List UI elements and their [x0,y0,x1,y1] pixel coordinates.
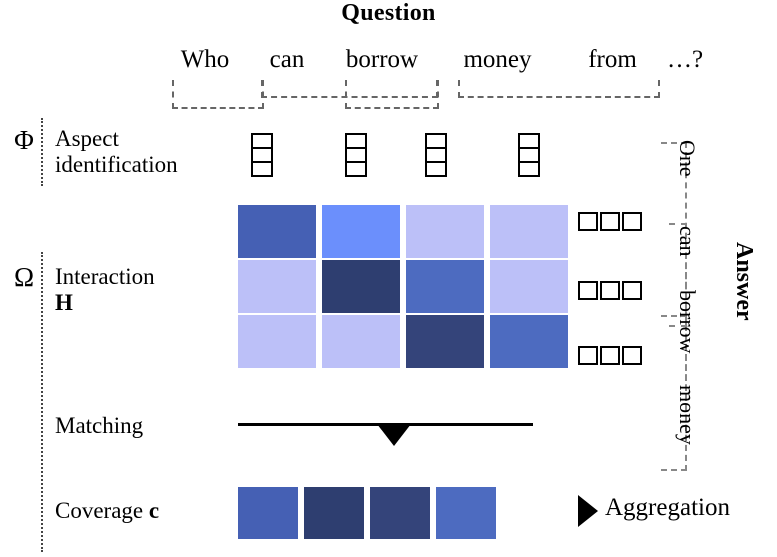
matching-marker-triangle-icon [377,424,411,446]
coverage-cell[interactable] [304,487,364,539]
question-bracket-upper-2 [458,80,660,98]
row-label-interaction-line1: Interaction [55,264,155,289]
answer-token-box-2[interactable] [578,346,642,365]
aspect-cell [345,161,367,177]
aspect-stack-2[interactable] [425,133,447,177]
question-word-1: can [269,46,305,73]
answer-token-cell [578,346,598,365]
row-label-aspect-line1: Aspect [55,126,119,151]
question-word-4: from [588,46,637,73]
matrix-cell[interactable] [490,260,568,313]
row-label-coverage-text: Coverage [55,498,144,523]
answer-token-box-0[interactable] [578,212,642,231]
answer-token-box-1[interactable] [578,281,642,300]
symbol-omega: Ω [13,262,35,292]
matrix-cell[interactable] [238,315,316,368]
matrix-cell[interactable] [322,315,400,368]
question-word-3: money [463,46,532,73]
row-label-interaction-line2: H [55,289,73,315]
question-word-0: Who [180,46,230,73]
matrix-cell[interactable] [322,260,400,313]
answer-token-cell [622,346,642,365]
question-bracket-lower-2 [345,80,439,109]
aspect-cell [425,161,447,177]
answer-token-cell [622,212,642,231]
answer-word-1: can [675,226,700,257]
row-label-coverage-symbol: c [148,498,160,523]
row-label-coverage: Coverage c [55,498,159,524]
matrix-cell[interactable] [238,205,316,258]
answer-word-2: borrow [675,290,700,354]
coverage-cell[interactable] [436,487,496,539]
answer-token-cell [578,212,598,231]
row-label-interaction: Interaction H [55,264,155,316]
row-label-matching: Matching [55,413,144,438]
matrix-cell[interactable] [406,205,484,258]
answer-token-cell [600,346,620,365]
answer-token-cell [578,281,598,300]
matrix-cell[interactable] [490,315,568,368]
row-label-aspect: Aspect identification [55,126,178,178]
coverage-cell[interactable] [238,487,298,539]
row-label-aspect-line2: identification [55,151,178,177]
matrix-cell[interactable] [322,205,400,258]
coverage-bar[interactable] [238,487,498,539]
matrix-row [238,260,570,315]
answer-word-3: money [675,385,700,445]
aggregation-label: Aggregation [605,494,730,521]
matrix-row [238,205,570,260]
answer-word-0: One [675,140,700,177]
answer-token-cell [622,281,642,300]
aspect-stack-0[interactable] [251,133,273,177]
question-word-5: …? [666,46,704,73]
aggregation-triangle-icon [578,495,598,527]
question-word-2: borrow [345,46,419,73]
answer-title: Answer [731,242,757,321]
aspect-stack-3[interactable] [518,133,540,177]
matrix-row [238,315,570,370]
answer-bracket-1 [669,223,687,327]
answer-token-cell [600,281,620,300]
answer-token-cell [600,212,620,231]
answer-bracket-2 [661,315,687,471]
matrix-cell[interactable] [238,260,316,313]
matrix-cell[interactable] [406,260,484,313]
matrix-cell[interactable] [406,315,484,368]
aspect-cell [518,161,540,177]
rail-divider-omega [41,252,43,552]
symbol-phi: Φ [14,125,34,155]
question-bracket-lower-1 [172,80,264,109]
coverage-cell[interactable] [370,487,430,539]
rail-divider-phi [41,118,43,186]
aspect-cell [251,161,273,177]
matrix-cell[interactable] [490,205,568,258]
page-title: Question [341,0,436,26]
aspect-stack-1[interactable] [345,133,367,177]
interaction-matrix[interactable] [238,205,570,370]
